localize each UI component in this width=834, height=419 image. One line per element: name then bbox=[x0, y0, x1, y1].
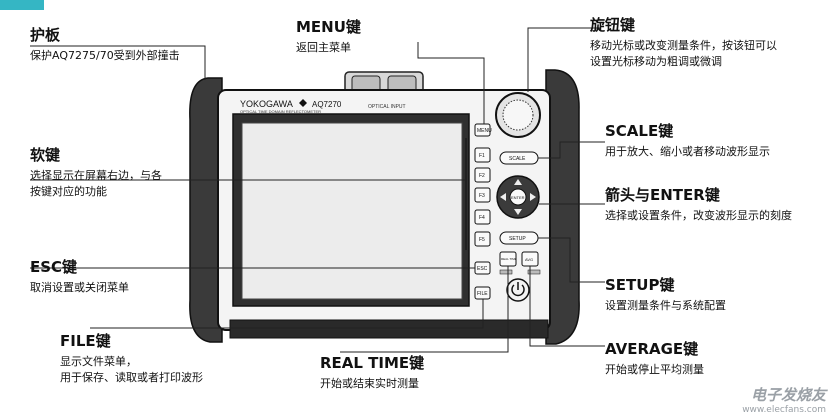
callout-menu: MENU键 返回主菜单 bbox=[296, 18, 361, 56]
callout-desc: 按键对应的功能 bbox=[30, 185, 107, 198]
callout-title: AVERAGE键 bbox=[605, 340, 699, 358]
power-icon bbox=[511, 282, 525, 297]
callout-title: MENU键 bbox=[296, 18, 361, 36]
callout-desc: 设置光标移动为粗调或微调 bbox=[590, 55, 722, 68]
line-file bbox=[90, 299, 484, 329]
svg-text:SCALE: SCALE bbox=[509, 156, 526, 162]
softkey-column: MENU F1 F2 F3 F4 F5 ESC FILE bbox=[465, 123, 492, 300]
line-realtime bbox=[340, 266, 509, 353]
indicator-led-1 bbox=[499, 269, 513, 275]
callout-title: SETUP键 bbox=[605, 276, 675, 294]
callout-desc: 用于保存、读取或者打印波形 bbox=[60, 371, 203, 384]
callout-knob: 旋钮键 移动光标或改变测量条件，按该钮可以 设置光标移动为粗调或微调 bbox=[590, 16, 777, 70]
callout-desc: 设置测量条件与系统配置 bbox=[605, 299, 726, 312]
line-protector bbox=[30, 45, 206, 80]
callout-title: ESC键 bbox=[30, 258, 78, 276]
svg-text:FILE: FILE bbox=[477, 291, 488, 297]
callout-title: 护板 bbox=[30, 26, 61, 44]
f1-button bbox=[474, 147, 491, 163]
callout-desc: 显示文件菜单， bbox=[60, 355, 137, 368]
menu-button bbox=[474, 123, 491, 137]
callout-desc: 保护AQ7275/70受到外部撞击 bbox=[30, 49, 180, 62]
f4-button bbox=[474, 209, 491, 225]
callout-protector: 护板 保护AQ7275/70受到外部撞击 bbox=[30, 26, 180, 64]
svg-text:MENU: MENU bbox=[477, 128, 492, 134]
brand-diamond-icon bbox=[299, 99, 307, 107]
line-knob bbox=[527, 27, 600, 92]
f5-button bbox=[474, 231, 491, 247]
callout-desc: 选择或设置条件，改变波形显示的刻度 bbox=[605, 209, 792, 222]
callout-scale: SCALE键 用于放大、缩小或者移动波形显示 bbox=[605, 122, 770, 160]
callout-file: FILE键 显示文件菜单， 用于保存、读取或者打印波形 bbox=[60, 332, 203, 386]
left-bumper bbox=[189, 77, 223, 343]
callout-desc: 取消设置或关闭菜单 bbox=[30, 281, 129, 294]
svg-text:ESC: ESC bbox=[477, 266, 488, 272]
callout-title: REAL TIME键 bbox=[320, 354, 425, 372]
callout-esc: ESC键 取消设置或关闭菜单 bbox=[30, 258, 129, 296]
enter-button bbox=[509, 188, 527, 206]
callout-desc: 开始或结束实时测量 bbox=[320, 377, 419, 390]
corner-tag bbox=[0, 0, 44, 10]
callout-title: SCALE键 bbox=[605, 122, 674, 140]
device-base bbox=[229, 319, 549, 339]
callout-desc: 选择显示在屏幕右边，与各 bbox=[30, 169, 162, 182]
rotary-knob-inner bbox=[502, 99, 534, 131]
callout-title: 旋钮键 bbox=[590, 16, 636, 34]
watermark: 电子发烧友 www.elecfans.com bbox=[742, 384, 826, 415]
brand-text: YOKOGAWA bbox=[240, 99, 293, 109]
model-text: AQ7270 bbox=[312, 100, 342, 109]
indicator-led-2 bbox=[527, 269, 541, 275]
callout-desc: 用于放大、缩小或者移动波形显示 bbox=[605, 145, 770, 158]
svg-text:ENTER: ENTER bbox=[511, 195, 525, 200]
subtitle-text: OPTICAL TIME DOMAIN REFLECTOMETER bbox=[240, 109, 321, 114]
line-setup bbox=[538, 237, 605, 283]
callout-desc: 返回主菜单 bbox=[296, 41, 351, 54]
callout-desc: 开始或停止平均测量 bbox=[605, 363, 704, 376]
svg-text:F1: F1 bbox=[479, 153, 485, 159]
f2-button bbox=[474, 167, 491, 183]
callout-average: AVERAGE键 开始或停止平均测量 bbox=[605, 340, 704, 378]
svg-text:REAL TIME: REAL TIME bbox=[501, 257, 517, 261]
callout-title: FILE键 bbox=[60, 332, 111, 350]
svg-text:F5: F5 bbox=[479, 237, 485, 243]
callout-title: 箭头与ENTER键 bbox=[605, 186, 720, 204]
arrow-down-icon bbox=[514, 209, 522, 215]
svg-text:F4: F4 bbox=[479, 215, 485, 221]
svg-text:F3: F3 bbox=[479, 193, 485, 199]
right-bumper bbox=[545, 69, 580, 345]
callout-realtime: REAL TIME键 开始或结束实时测量 bbox=[320, 354, 424, 392]
arrow-right-icon bbox=[530, 193, 536, 201]
watermark-logo-text: 电子发烧友 bbox=[750, 386, 826, 404]
callout-arrow: 箭头与ENTER键 选择或设置条件，改变波形显示的刻度 bbox=[605, 186, 792, 224]
svg-text:SETUP: SETUP bbox=[509, 236, 526, 242]
callout-desc: 移动光标或改变测量条件，按该钮可以 bbox=[590, 39, 777, 52]
port-label-text: OPTICAL INPUT bbox=[368, 104, 406, 110]
callout-setup: SETUP键 设置测量条件与系统配置 bbox=[605, 276, 726, 314]
line-scale bbox=[538, 141, 605, 159]
f3-button bbox=[474, 187, 491, 203]
watermark-url: www.elecfans.com bbox=[742, 405, 826, 415]
svg-text:AVG: AVG bbox=[525, 257, 533, 262]
arrow-left-icon bbox=[500, 193, 506, 201]
screen bbox=[241, 122, 463, 300]
callout-title: 软键 bbox=[30, 146, 61, 164]
line-average bbox=[529, 266, 605, 347]
callout-softkey: 软键 选择显示在屏幕右边，与各 按键对应的功能 bbox=[30, 146, 162, 200]
line-menu bbox=[417, 42, 485, 124]
arrow-up-icon bbox=[514, 179, 522, 185]
svg-text:F2: F2 bbox=[479, 173, 485, 179]
